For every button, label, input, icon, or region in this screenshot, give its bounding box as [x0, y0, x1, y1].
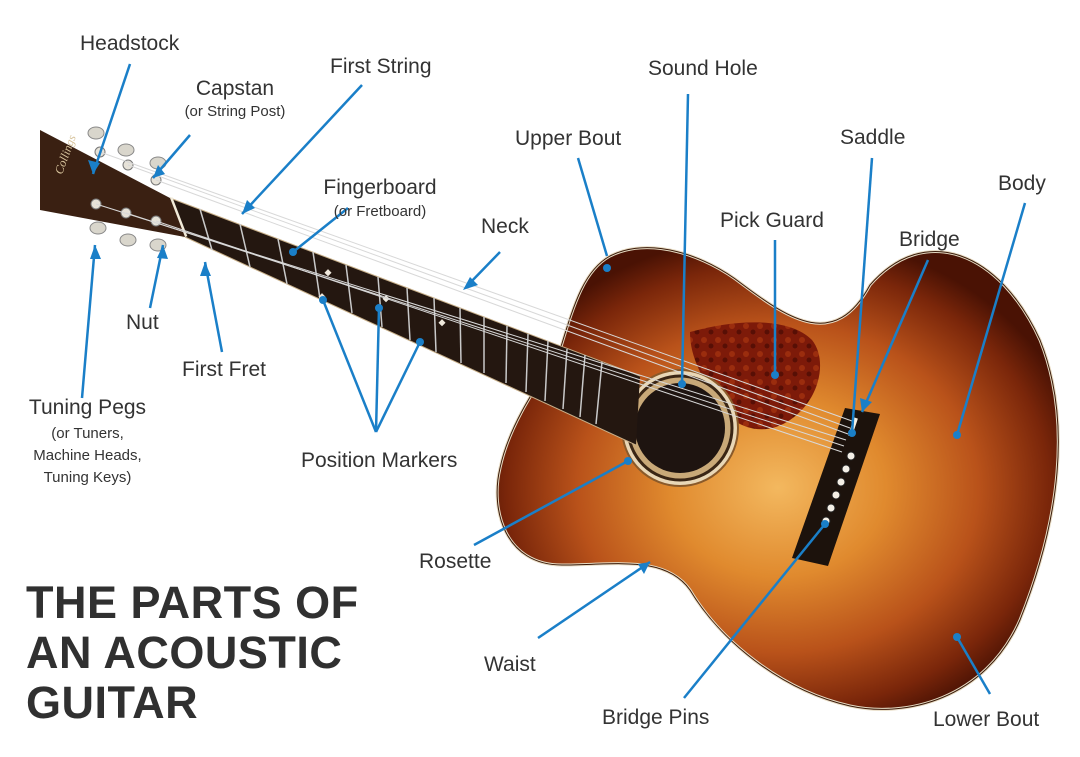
- label-tuning-pegs-sub2: Machine Heads,: [33, 447, 142, 464]
- lower-bout-leader: [955, 636, 992, 695]
- title-line-1: THE PARTS OF: [26, 577, 359, 628]
- bridge-pins: [821, 451, 856, 526]
- label-bridge: Bridge: [899, 228, 960, 251]
- tuning-pegs-leader: [80, 244, 97, 399]
- position-markers-leader-1: [321, 299, 378, 433]
- label-upper-bout: Upper Bout: [515, 127, 622, 150]
- position-markers-leader-2: [374, 307, 381, 433]
- first-string-leader: [241, 84, 363, 215]
- bridge: [792, 408, 880, 566]
- strings: [95, 151, 853, 453]
- label-tuning-pegs-sub1: (or Tuners,: [51, 425, 124, 442]
- title-line-3: GUITAR: [26, 677, 199, 728]
- upper-bout-leader: [576, 157, 609, 257]
- fingerboard-leader: [292, 207, 349, 253]
- diagram-title: THE PARTS OF AN ACOUSTIC GUITAR: [26, 578, 359, 728]
- label-capstan: Capstan: [195, 77, 275, 100]
- headstock: [40, 130, 185, 237]
- label-tuning-pegs: Tuning Pegs: [28, 396, 147, 419]
- label-fingerboard-sub: (or Fretboard): [333, 203, 427, 220]
- fingerboard: [170, 198, 640, 445]
- label-bridge-pins: Bridge Pins: [602, 706, 710, 729]
- label-first-fret: First Fret: [182, 358, 266, 381]
- label-rosette: Rosette: [419, 550, 492, 573]
- label-body: Body: [998, 172, 1046, 195]
- saddle-leader: [850, 157, 874, 434]
- waist-leader: [537, 560, 651, 640]
- label-fingerboard: Fingerboard: [323, 176, 437, 199]
- label-position-markers: Position Markers: [301, 449, 458, 472]
- guitar-body: [495, 246, 1060, 711]
- label-tuning-pegs-sub3: Tuning Keys): [43, 469, 132, 486]
- label-headstock: Headstock: [80, 32, 180, 55]
- label-neck: Neck: [481, 215, 529, 238]
- bridge-leader: [860, 259, 930, 413]
- first-fret-leader: [203, 261, 224, 353]
- leader-lines: [80, 63, 1027, 699]
- label-nut: Nut: [126, 311, 159, 334]
- rosette-leader: [473, 459, 629, 547]
- label-sound-hole: Sound Hole: [648, 57, 758, 80]
- sound-hole: [635, 383, 725, 473]
- label-lower-bout: Lower Bout: [933, 708, 1040, 731]
- title-line-2: AN ACOUSTIC: [26, 627, 343, 678]
- label-first-string: First String: [330, 55, 432, 78]
- headstock-leader: [91, 63, 132, 175]
- sound-hole-leader: [680, 93, 690, 385]
- neck-leader: [467, 251, 501, 286]
- body-leader: [955, 202, 1027, 436]
- label-capstan-sub: (or String Post): [184, 103, 286, 120]
- label-saddle: Saddle: [840, 126, 906, 149]
- position-markers-leader-3: [374, 341, 422, 433]
- label-waist: Waist: [484, 653, 536, 676]
- bridge-pins-leader: [683, 523, 826, 699]
- leader-tips: [88, 160, 961, 641]
- label-pick-guard: Pick Guard: [720, 209, 824, 232]
